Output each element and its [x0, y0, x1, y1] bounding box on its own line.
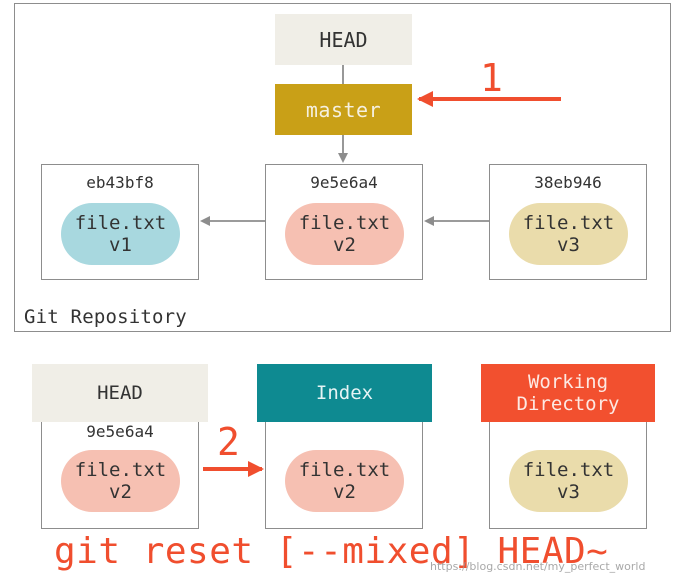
- git-repository-label: Git Repository: [24, 306, 187, 328]
- blob-version: v2: [109, 481, 132, 503]
- commit-id: 38eb946: [534, 173, 602, 192]
- file-blob-v2: file.txt v2: [285, 203, 404, 265]
- commit-id: eb43bf8: [86, 173, 154, 192]
- commit-38eb946: 38eb946 file.txt v3: [489, 164, 647, 280]
- blob-filename: file.txt: [522, 212, 615, 234]
- working-directory-title-line1: Working: [527, 371, 609, 393]
- commit-eb43bf8: eb43bf8 file.txt v1: [41, 164, 199, 280]
- step-2-label: 2: [217, 420, 240, 464]
- head-file-blob: file.txt v2: [61, 450, 180, 512]
- git-repository-frame: [14, 3, 671, 332]
- git-command: git reset [--mixed] HEAD~: [54, 531, 609, 572]
- blob-version: v3: [557, 481, 580, 503]
- blob-version: v2: [333, 234, 356, 256]
- head-pointer: HEAD: [275, 14, 412, 65]
- working-directory-area-title: Working Directory: [481, 364, 655, 422]
- master-branch: master: [275, 84, 412, 135]
- head-area-title: HEAD: [32, 364, 208, 422]
- head-area: 9e5e6a4 file.txt v2: [41, 422, 199, 529]
- working-directory-title-line2: Directory: [516, 393, 620, 415]
- blob-version: v3: [557, 234, 580, 256]
- working-directory-area: file.txt v3: [489, 422, 647, 529]
- working-directory-file-blob: file.txt v3: [509, 450, 628, 512]
- blob-version: v2: [333, 481, 356, 503]
- blob-filename: file.txt: [74, 459, 167, 481]
- head-commit-id: 9e5e6a4: [86, 422, 154, 441]
- commit-9e5e6a4: 9e5e6a4 file.txt v2: [265, 164, 423, 280]
- step-1-label: 1: [480, 56, 503, 100]
- index-file-blob: file.txt v2: [285, 450, 404, 512]
- commit-id: 9e5e6a4: [310, 173, 378, 192]
- blob-filename: file.txt: [298, 459, 391, 481]
- watermark-url: https://blog.csdn.net/my_perfect_world: [430, 560, 646, 573]
- blob-filename: file.txt: [298, 212, 391, 234]
- index-area: file.txt v2: [265, 422, 423, 529]
- file-blob-v1: file.txt v1: [61, 203, 180, 265]
- index-area-title: Index: [257, 364, 432, 422]
- blob-filename: file.txt: [522, 459, 615, 481]
- blob-version: v1: [109, 234, 132, 256]
- file-blob-v3: file.txt v3: [509, 203, 628, 265]
- blob-filename: file.txt: [74, 212, 167, 234]
